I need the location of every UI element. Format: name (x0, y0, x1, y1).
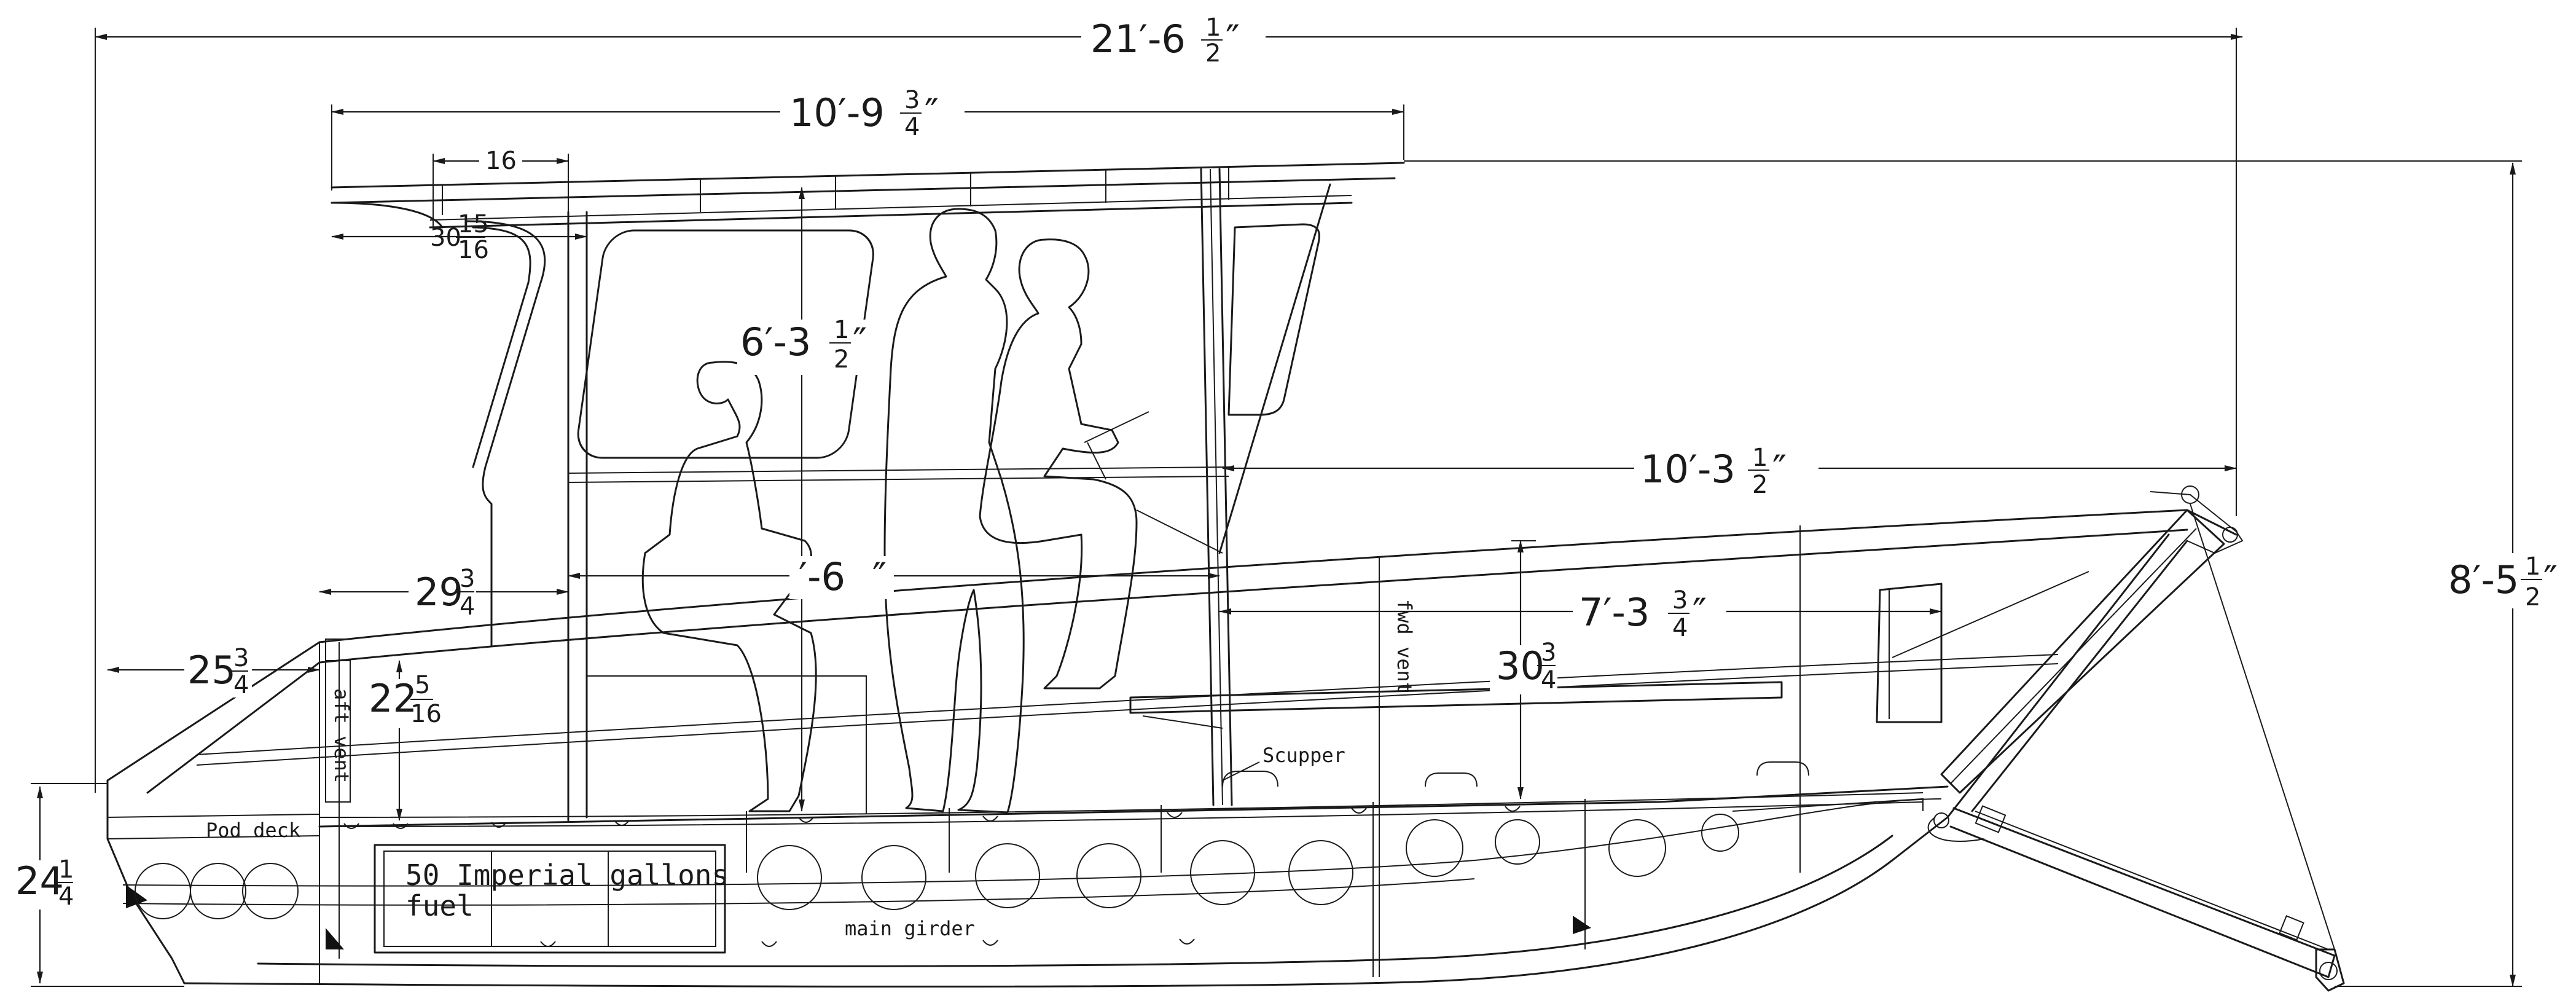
svg-text:3: 3 (233, 644, 249, 672)
crew-figures (641, 208, 1223, 814)
svg-text:4: 4 (460, 592, 475, 621)
dim-transom-height: 24 1 4 (15, 855, 74, 911)
dim-transom-overhang: 25 3 4 (187, 644, 249, 699)
svg-text:24: 24 (15, 859, 64, 903)
svg-text:4: 4 (58, 882, 74, 911)
svg-text:″: ″ (925, 90, 939, 135)
svg-text:15: 15 (458, 210, 489, 238)
svg-text:16: 16 (458, 236, 489, 264)
svg-text:2: 2 (834, 345, 849, 374)
dim-aft-seat-height: 22 5 16 (369, 671, 442, 728)
svg-text:″: ″ (872, 554, 887, 599)
svg-text:25: 25 (187, 648, 236, 693)
svg-text:22: 22 (369, 676, 417, 721)
svg-text:″: ″ (853, 320, 867, 364)
svg-text:30: 30 (1496, 643, 1544, 688)
svg-text:4: 4 (1541, 666, 1556, 694)
svg-text:21′-6: 21′-6 (1090, 17, 1186, 61)
svg-text:8′-5: 8′-5 (2448, 557, 2519, 602)
dim-roof-overhang: 30 15 16 (430, 210, 489, 264)
svg-text:4: 4 (904, 113, 920, 141)
dim-overall-height: 8′-5 1 2 ″ (2448, 552, 2558, 611)
svg-text:″: ″ (1772, 447, 1787, 492)
aft-vent-label: aft vent (330, 688, 353, 783)
svg-text:3: 3 (1672, 586, 1688, 615)
dim-overall-length: 21′-6 1 2 ″ (1090, 14, 1240, 68)
dim-bow-to-cabin: 10′-3 1 2 ″ (1640, 444, 1787, 499)
person-seated-aft (641, 361, 817, 812)
dim-cabin-roof-length: 10′-9 3 4 ″ (789, 86, 939, 141)
bow-ramp (1927, 485, 2345, 992)
fwd-vent-label: fwd vent (1393, 599, 1416, 694)
svg-text:7′-3: 7′-3 (1579, 590, 1650, 635)
dim-fwd-deck-length: 7′-3 3 4 ″ (1579, 586, 1707, 642)
cabin (325, 162, 2089, 822)
svg-text:1: 1 (834, 316, 849, 344)
svg-text:6′-3: 6′-3 (740, 320, 811, 364)
dim-cabin-headroom: 6′-3 1 2 ″ (740, 316, 867, 374)
dim-roof-rail-span: 16 (485, 147, 517, 175)
svg-text:3: 3 (1541, 638, 1556, 667)
svg-text:16: 16 (410, 700, 442, 728)
svg-text:29: 29 (415, 570, 463, 615)
dim-cabin-floor-length: ′-6 ″ (799, 554, 887, 599)
scupper-label: Scupper (1263, 744, 1345, 767)
dimension-lines (12, 18, 2568, 987)
svg-text:3: 3 (904, 86, 920, 114)
svg-text:16: 16 (485, 147, 517, 175)
dim-aft-cockpit: 29 3 4 (415, 565, 475, 621)
svg-text:3: 3 (460, 565, 475, 593)
svg-text:″: ″ (1693, 590, 1707, 635)
fuel-tank-label-line1: 50 Imperial gallons (405, 859, 729, 892)
svg-text:1: 1 (58, 855, 74, 884)
svg-text:1: 1 (1205, 14, 1221, 42)
svg-text:″: ″ (1226, 17, 1240, 61)
svg-text:5: 5 (415, 671, 430, 699)
svg-text:10′-3: 10′-3 (1640, 447, 1736, 492)
svg-text:″: ″ (2543, 557, 2558, 602)
svg-text:10′-9: 10′-9 (789, 90, 885, 135)
person-standing (883, 208, 1025, 814)
hull (106, 509, 2237, 988)
fuel-tank: 50 Imperial gallons fuel (374, 844, 729, 954)
main-girder-label: main girder (845, 917, 975, 940)
dim-fwd-side-height: 30 3 4 (1496, 638, 1556, 694)
dimension-labels: 21′-6 1 2 ″ 10′-9 3 4 ″ 16 30 15 16 6′-3… (15, 14, 2558, 911)
svg-text:1: 1 (2525, 552, 2540, 581)
fuel-tank-label-line2: fuel (405, 889, 474, 922)
svg-text:1: 1 (1752, 444, 1768, 472)
svg-text:4: 4 (233, 671, 249, 699)
svg-text:2: 2 (2525, 583, 2540, 611)
svg-text:2: 2 (1205, 39, 1221, 68)
svg-text:′-6: ′-6 (799, 554, 845, 599)
svg-text:4: 4 (1672, 614, 1688, 642)
lightening-holes (135, 814, 1739, 919)
person-seated-driver (979, 238, 1138, 690)
svg-text:2: 2 (1752, 471, 1768, 499)
annotations: Pod deck main girder Scupper aft vent fw… (206, 599, 1416, 940)
pod-deck-label: Pod deck (206, 819, 300, 842)
